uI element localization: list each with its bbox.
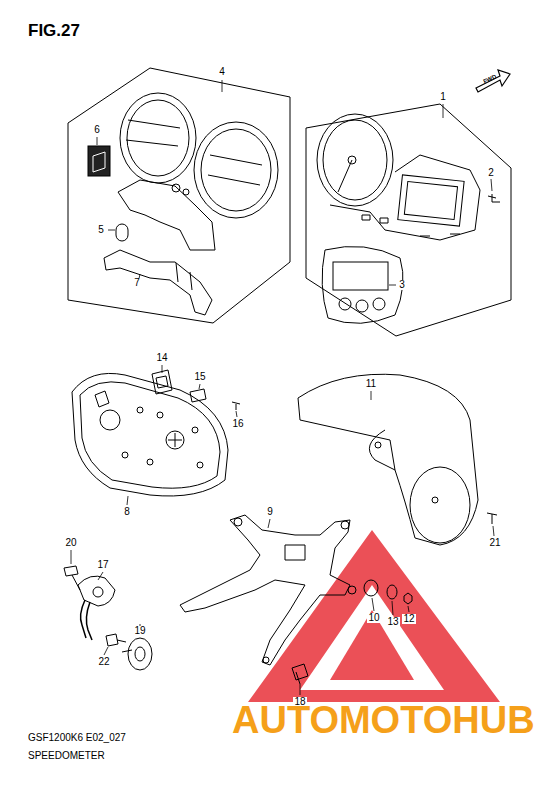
meter-visor [298,374,478,545]
screw [487,513,497,524]
grommet [116,224,128,241]
plate [190,389,206,402]
callout-number: 20 [64,538,77,548]
callout-number: 14 [155,353,168,363]
callout-number: 2 [487,168,495,178]
group-outline [68,68,290,323]
bolt [292,664,308,684]
bracket-detail [176,263,192,290]
screw [232,402,240,410]
callout-number: 5 [97,225,105,235]
emblem [88,146,110,176]
callout-number: 7 [133,278,141,288]
callout-number: 12 [402,614,415,624]
callout-number: 6 [93,125,101,135]
callout-number: 1 [439,92,447,102]
sensor-rotor [122,638,152,670]
bracket [104,250,212,315]
meter-housing [118,93,278,250]
group-outline [306,104,511,336]
meter-case [72,373,228,496]
callout-number: 10 [367,613,380,623]
callout-number: 16 [231,419,244,429]
callout-number: 15 [193,372,206,382]
watermark-text: AUTOMOTOHUB [232,701,535,739]
callout-number: 17 [96,560,109,570]
callout-number: 13 [386,617,399,627]
callout-number: 3 [398,280,406,290]
figure-title: FIG.27 [28,22,80,39]
figure-caption: GSF1200K6 E02_027 [28,733,126,743]
bolt [64,566,80,590]
washer [387,585,397,599]
leader-line [71,80,494,695]
callout-number: 22 [97,657,110,667]
callout-number: 9 [266,507,274,517]
callout-number: 8 [123,507,131,517]
screw [488,194,500,202]
callout-number: 4 [218,67,226,77]
figure-caption: SPEEDOMETER [28,751,105,761]
cushion [364,580,378,596]
meter-assembly [317,114,480,240]
callout-number: 19 [133,626,146,636]
callout-number: 11 [365,379,377,389]
nut [404,593,412,604]
speed-sensor [78,576,115,640]
meter-bracket [180,515,356,665]
forward-arrow [476,70,510,92]
bolt [106,634,126,646]
callout-number: 21 [488,538,501,548]
grommet [152,370,172,394]
